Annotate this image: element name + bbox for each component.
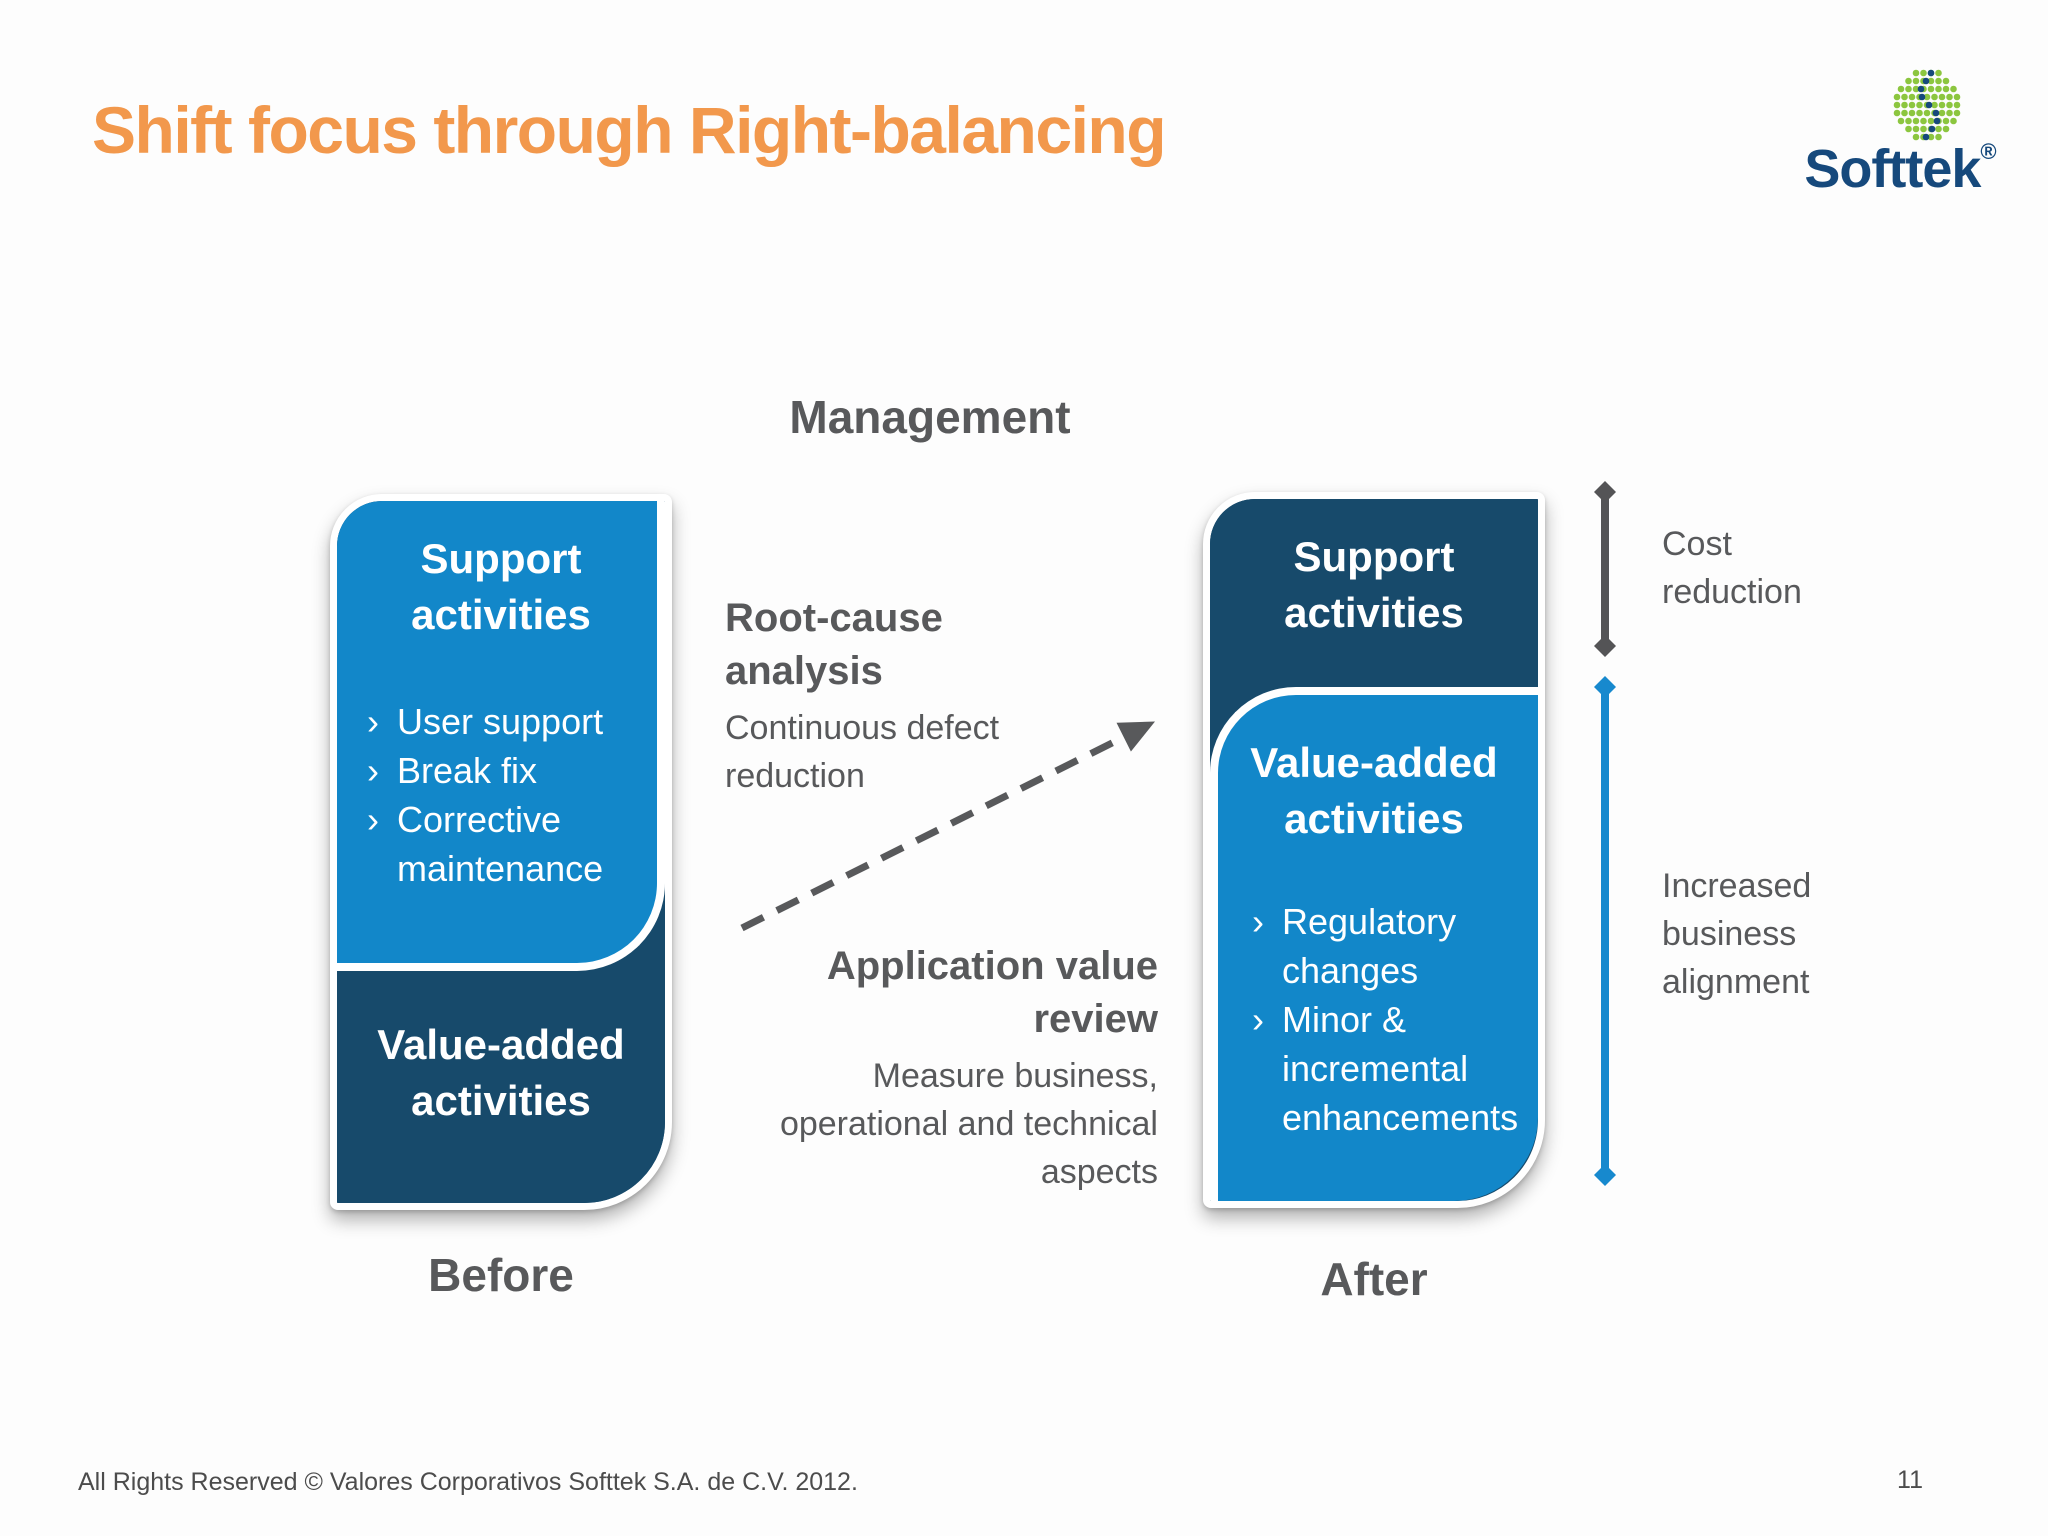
bullet-icon: › [367,750,379,791]
business-alignment-arrow-icon [1594,676,1616,1186]
app-value-desc: Measure business, operational and techni… [779,1057,1158,1191]
bullet-icon: › [367,799,379,840]
bullet-icon: › [1252,901,1264,942]
measure-arrows [1594,481,1616,1186]
management-heading: Management [789,391,1071,443]
after-value-bullets: › Regulatory changes › Minor & increment… [1252,897,1520,1142]
alignment-label: Increased business alignment [1662,867,1812,1001]
page-title: Shift focus through Right-balancing [92,93,1167,167]
bullet-icon: › [367,701,379,742]
cost-reduction-label: Cost reduction [1662,525,1802,611]
list-item: › Break fix [367,746,647,795]
page-number: 11 [1897,1466,1923,1494]
before-label: Before [428,1249,574,1301]
app-value-annotation: Application value review Measure busines… [730,940,1158,1196]
before-support-title: Support activities [411,535,591,638]
softtek-wordmark: Softtek® [1804,139,1996,199]
after-label: After [1320,1253,1428,1305]
after-value-panel [1210,687,1538,1201]
copyright-text: All Rights Reserved © Valores Corporativ… [78,1468,858,1496]
list-item: › Minor & incremental enhancements [1252,995,1520,1142]
cost-reduction-arrow-icon [1594,481,1616,657]
app-value-title: Application value review [826,944,1158,1041]
list-item: › Regulatory changes [1252,897,1520,995]
list-item: › User support [367,697,647,746]
root-cause-annotation: Root-cause analysis Continuous defect re… [725,592,1055,800]
shift-dashed-arrow-icon [740,720,1156,932]
root-cause-title: Root-cause analysis [725,596,943,693]
before-value-title: Value-added activities [377,1021,625,1124]
before-support-bullets: › User support › Break fix › Corrective … [367,697,647,893]
before-stack: Support activities › User support › Brea… [330,494,672,1210]
bullet-icon: › [1252,999,1264,1040]
after-stack: Support activities Value-added activitie… [1203,492,1545,1208]
list-item: › Corrective maintenance [367,795,647,893]
softtek-logo: Softtek® [1780,40,2020,210]
before-support-panel [337,501,665,971]
after-value-title: Value-added activities [1250,739,1498,842]
softtek-logo-dots-icon [1893,69,1961,141]
root-cause-desc: Continuous defect reduction [725,709,1000,795]
registered-mark: ® [1980,139,1996,164]
after-support-title: Support activities [1284,533,1464,636]
